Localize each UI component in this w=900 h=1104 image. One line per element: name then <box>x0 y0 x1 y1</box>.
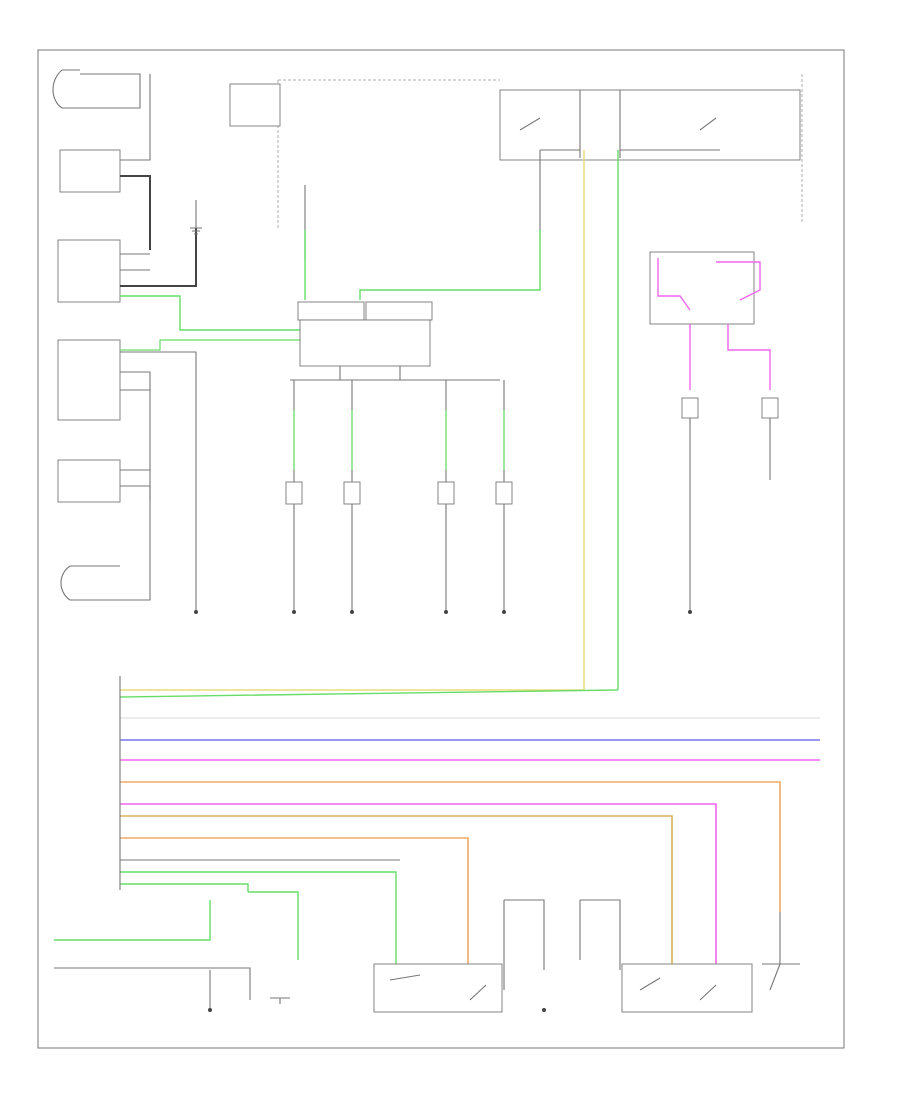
connector-block-left <box>297 301 365 321</box>
right-drops <box>689 410 771 612</box>
left-switch-module-1 <box>59 74 151 250</box>
bottom-right-switch <box>762 912 800 991</box>
right-fuse-block <box>649 251 761 325</box>
left-door-speaker-top <box>52 69 141 109</box>
wire-green-right <box>119 150 619 698</box>
bus-drops <box>293 380 505 612</box>
wire-gold-bus <box>120 815 673 970</box>
wire-green-bus-2 <box>120 883 299 960</box>
wire-orange-bus <box>120 781 781 912</box>
bus-drops-green <box>293 410 505 470</box>
component-2 <box>343 481 361 614</box>
connector-drops <box>339 366 401 380</box>
feed-2-green <box>359 230 541 300</box>
right-fuse-1 <box>681 397 699 419</box>
left-switch-module-2 <box>57 228 197 303</box>
connector-body <box>299 319 431 367</box>
wire-green-bus <box>120 871 397 970</box>
bottom-left-module <box>373 963 503 1013</box>
wire-magenta-2 <box>727 324 771 390</box>
diagram-border <box>37 49 845 1049</box>
ground-node-left <box>194 610 198 614</box>
bottom-center-feeds <box>503 899 621 1012</box>
wire-gray-bus-3 <box>54 967 251 1000</box>
left-switch-module-3 <box>57 339 197 612</box>
component-4 <box>495 481 513 614</box>
component-1 <box>285 481 303 614</box>
bottom-ground-symbols <box>208 997 290 1012</box>
bottom-right-module <box>621 963 753 1013</box>
ground-node-right <box>688 610 692 614</box>
wire-orange-bus-2 <box>120 837 469 970</box>
left-door-speaker-bottom <box>60 486 151 601</box>
component-3 <box>437 481 455 614</box>
wire-magenta-bus-2 <box>120 803 717 970</box>
connector-block-right <box>365 301 433 321</box>
top-fuse-box-dashed <box>229 74 803 230</box>
left-switch-module-4 <box>57 459 150 503</box>
right-fuse-2 <box>761 397 779 419</box>
fuse-relay-block <box>499 89 801 161</box>
wire-green-left <box>120 295 300 331</box>
ground-symbol-top-left <box>190 200 202 235</box>
wire-green-left-2 <box>120 339 300 351</box>
wire-green-bus-3 <box>54 900 211 941</box>
